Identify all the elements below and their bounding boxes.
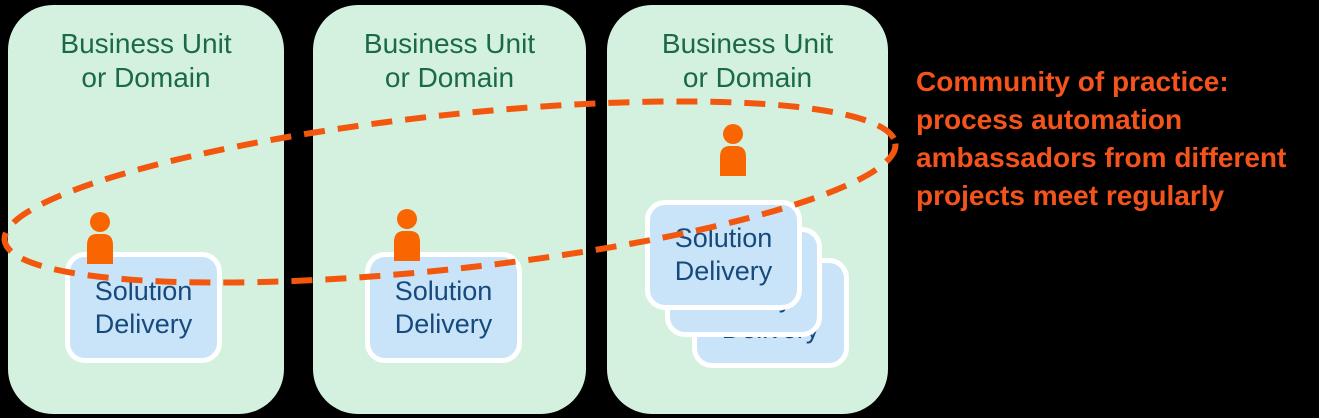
unit-title-line2: or Domain	[682, 62, 813, 93]
unit-title-line1: Business Unit	[60, 28, 232, 59]
unit-title-line1: Business Unit	[661, 28, 834, 59]
card-line2: Delivery	[394, 308, 493, 339]
annotation-line: process automation	[916, 104, 1183, 135]
card-line1: Solution	[674, 223, 773, 253]
unit-title: Business Unit or Domain	[8, 5, 284, 95]
unit-title-line2: or Domain	[384, 62, 515, 93]
card-line2: Delivery	[94, 308, 193, 339]
business-unit-panel-2: Business Unit or Domain Solution Deliver…	[313, 5, 586, 414]
person-icon	[719, 124, 747, 176]
community-annotation: Community of practice: process automatio…	[916, 63, 1306, 215]
business-unit-panel-3: Business Unit or Domain Solution Deliver…	[607, 5, 888, 414]
card-line1: Solution	[394, 275, 493, 306]
annotation-line: projects meet regularly	[916, 180, 1225, 211]
unit-title-line2: or Domain	[81, 62, 211, 93]
card-line2: Delivery	[674, 256, 773, 286]
person-icon	[393, 209, 421, 261]
person-icon	[86, 212, 114, 264]
annotation-line: ambassadors from different	[916, 142, 1287, 173]
card-line1: Solution	[94, 275, 193, 306]
solution-delivery-card: Solution Delivery	[65, 252, 222, 363]
unit-title: Business Unit or Domain	[607, 5, 888, 95]
unit-title-line1: Business Unit	[363, 28, 536, 59]
solution-delivery-card-front: Solution Delivery	[645, 200, 802, 310]
annotation-line: Community of practice:	[916, 66, 1229, 97]
unit-title: Business Unit or Domain	[313, 5, 586, 95]
solution-delivery-card: Solution Delivery	[365, 252, 522, 363]
business-unit-panel-1: Business Unit or Domain Solution Deliver…	[8, 5, 284, 414]
